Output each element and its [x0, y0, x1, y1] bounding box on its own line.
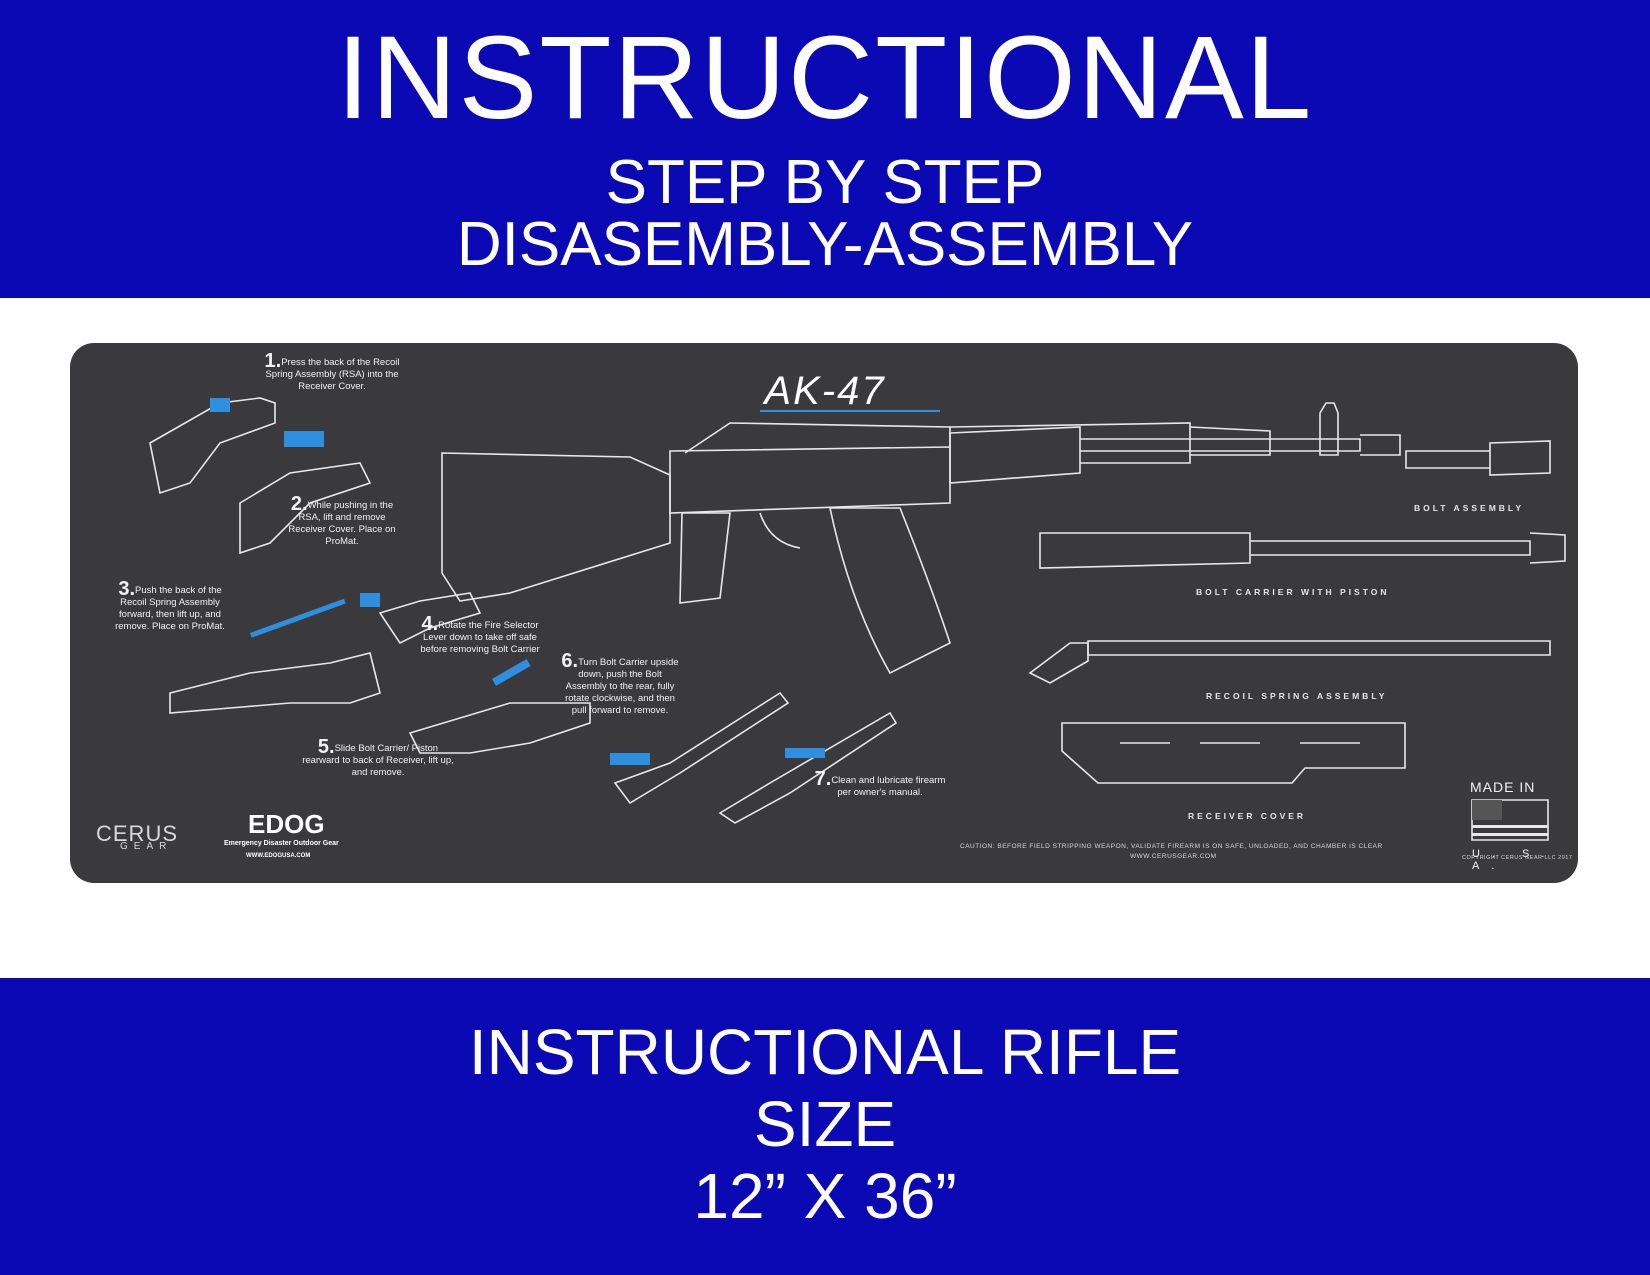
- edog-logo-text: EDOG: [248, 809, 325, 839]
- subtitle-line-2: DISASEMBLY-ASSEMBLY: [456, 210, 1194, 279]
- handguard: [949, 426, 1081, 484]
- step6a-sketch: [613, 691, 790, 805]
- bottom-banner: INSTRUCTIONAL RIFLE SIZE 12” X 36”: [0, 978, 1650, 1275]
- cerus-gear-text: GEAR: [120, 841, 173, 852]
- footer-line-3: 12” X 36”: [693, 1160, 957, 1232]
- caution-text: CAUTION: BEFORE FIELD STRIPPING WEAPON, …: [960, 843, 1383, 850]
- edog-tagline: Emergency Disaster Outdoor Gear: [224, 840, 339, 847]
- label-bolt-assembly: BOLT ASSEMBLY: [1414, 503, 1524, 513]
- step-7: 7.Clean and lubricate firearm per owner'…: [814, 768, 946, 798]
- step4-sketch: [378, 592, 482, 645]
- subtitle-line-1: STEP BY STEP: [605, 148, 1045, 217]
- step-1: 1.Press the back of the Recoil Spring As…: [264, 350, 400, 392]
- magazine: [829, 507, 951, 675]
- edog-url: WWW.EDOGUSA.COM: [246, 853, 311, 859]
- rifle-model-title: AK-47: [764, 369, 886, 413]
- step2-sketch: [239, 462, 372, 555]
- footer-line-2: SIZE: [753, 1088, 897, 1160]
- cerus-logo-text: CERUS: [96, 821, 179, 846]
- step-3: 3.Push the back of the Recoil Spring Ass…: [115, 578, 225, 632]
- step-5: 5.Slide Bolt Carrier/ Piston rearward to…: [302, 736, 454, 778]
- copyright-text: COPYRIGHT CERUS GEAR LLC 2017: [1462, 855, 1573, 861]
- step1-sketch: [149, 397, 276, 495]
- step3-sketch: [169, 652, 381, 714]
- top-banner: INSTRUCTIONAL STEP BY STEP DISASEMBLY-AS…: [0, 0, 1650, 298]
- label-receiver-cover: RECEIVER COVER: [1188, 811, 1307, 821]
- step-6: 6.Turn Bolt Carrier upside down, push th…: [561, 650, 679, 716]
- usa-text: U. S. A.: [1472, 848, 1557, 872]
- barrel: [1080, 438, 1361, 452]
- bolt-assembly-art: [1405, 440, 1551, 476]
- step6b-sketch: [718, 711, 898, 824]
- bolt-carrier-art: [1039, 532, 1566, 569]
- receiver: [669, 446, 951, 514]
- rifle-line-art: [149, 397, 1566, 841]
- step5-sketch: [408, 702, 591, 754]
- recoil-spring-art: [1087, 640, 1551, 656]
- label-bolt-carrier: BOLT CARRIER WITH PISTON: [1196, 587, 1390, 597]
- stock: [441, 452, 671, 602]
- website-text: WWW.CERUSGEAR.COM: [1130, 853, 1217, 860]
- label-recoil-spring: RECOIL SPRING ASSEMBLY: [1206, 691, 1388, 701]
- muzzle: [1360, 434, 1401, 456]
- footer-line-1: INSTRUCTIONAL RIFLE: [468, 1016, 1182, 1088]
- step-4: 4.Rotate the Fire Selector Lever down to…: [420, 613, 540, 655]
- cleaning-mat-image: AK-47 1.Press the back of the Recoil Spr…: [70, 343, 1578, 883]
- front-sight: [1319, 402, 1339, 456]
- pistol-grip: [679, 512, 731, 604]
- step-2: 2.While pushing in the RSA, lift and rem…: [288, 493, 396, 547]
- made-in-text: MADE IN: [1470, 779, 1536, 795]
- receiver-cover-art: [1061, 722, 1406, 784]
- page-title: INSTRUCTIONAL: [336, 12, 1314, 144]
